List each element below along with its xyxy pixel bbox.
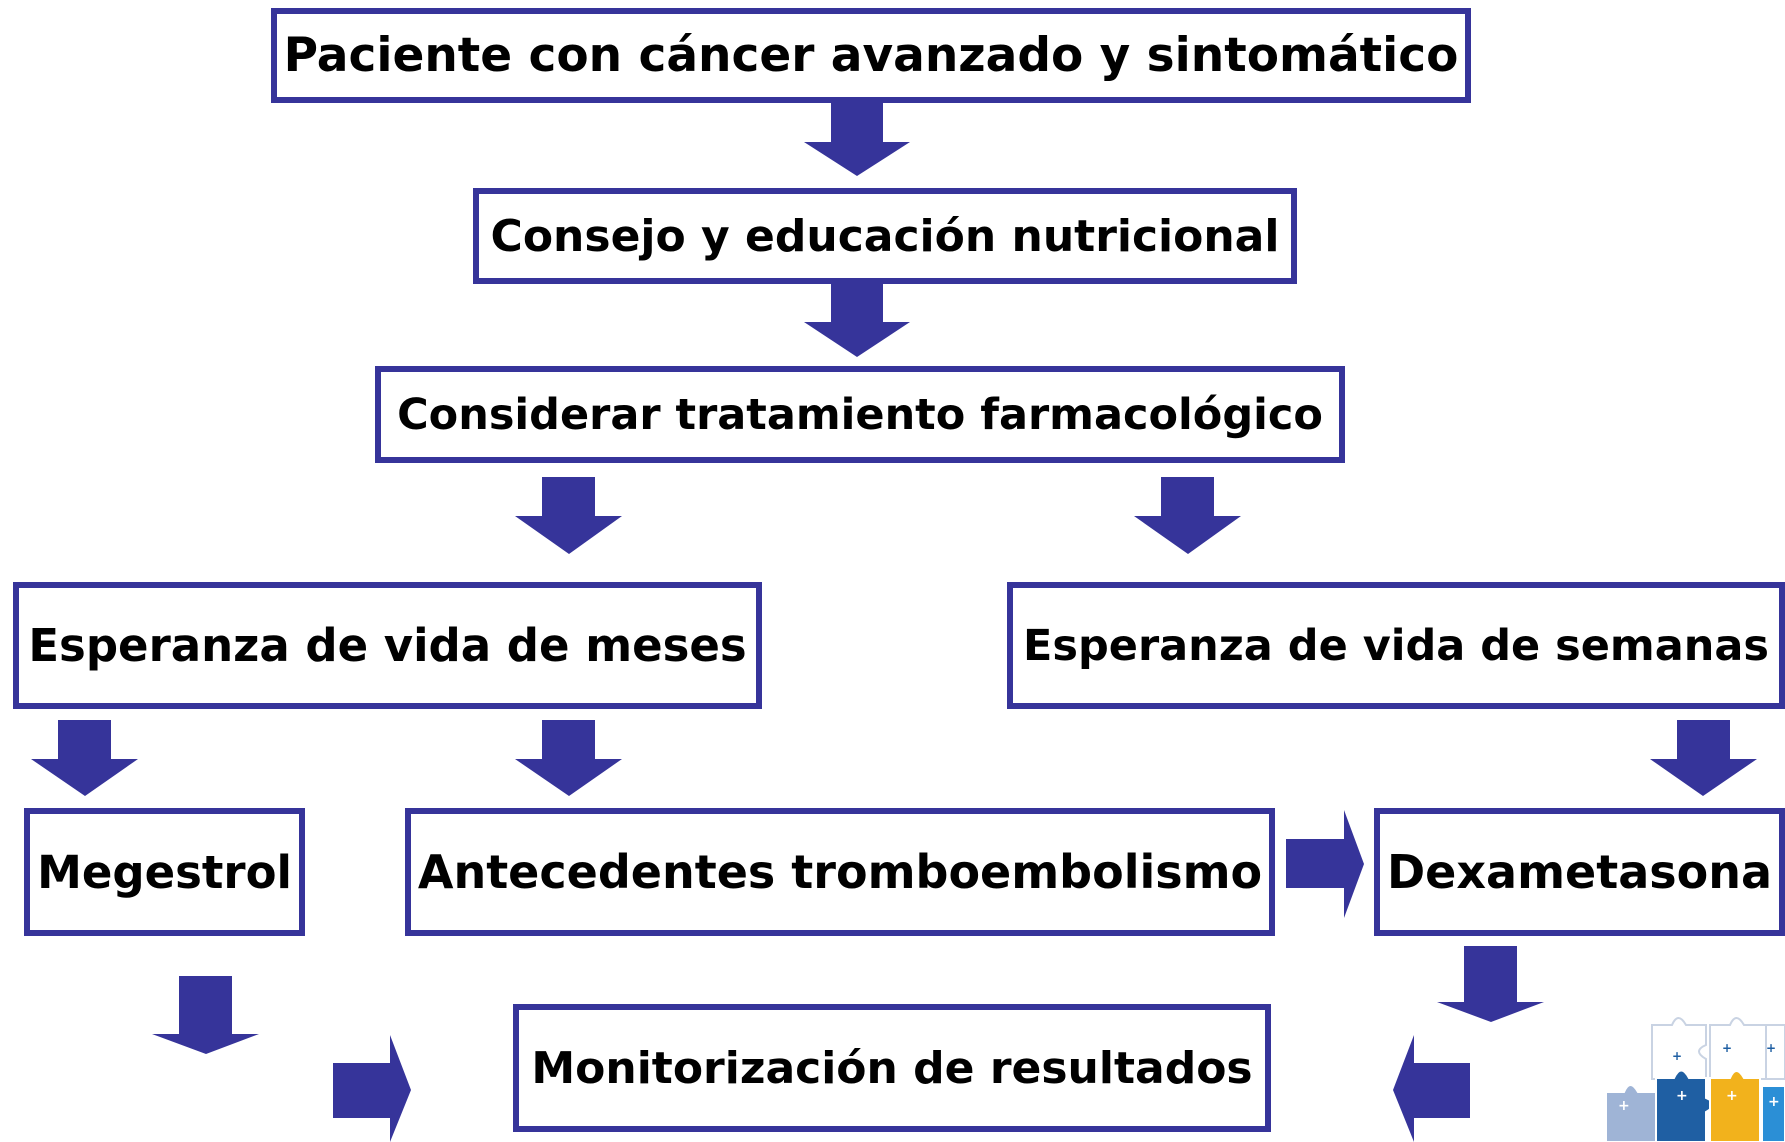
arrow-patient-to-counsel (804, 102, 910, 176)
arrow-months-to-megestrol (31, 720, 138, 796)
node-megestrol-label: Megestrol (37, 845, 292, 899)
svg-text:+: + (1676, 1088, 1688, 1104)
arrow-megestrol-down (152, 976, 259, 1054)
node-dexa-label: Dexametasona (1386, 845, 1773, 899)
node-months-label: Esperanza de vida de meses (28, 619, 747, 672)
arrow-left-to-monitor (1393, 1035, 1470, 1142)
node-dexa: Dexametasona (1374, 808, 1785, 936)
node-counsel-label: Consejo y educación nutricional (490, 210, 1280, 262)
arrow-weeks-to-dexa (1650, 720, 1757, 796)
node-thrombo-label: Antecedentes tromboembolismo (417, 845, 1263, 899)
node-weeks-label: Esperanza de vida de semanas (1023, 620, 1769, 671)
svg-text:+: + (1768, 1094, 1780, 1110)
arrow-right-to-monitor (333, 1035, 411, 1142)
svg-text:+: + (1722, 1041, 1732, 1055)
node-monitor: Monitorización de resultados (513, 1004, 1271, 1132)
arrow-consider-to-months (515, 477, 622, 554)
svg-text:+: + (1672, 1049, 1682, 1063)
node-consider: Considerar tratamiento farmacológico (375, 366, 1345, 463)
arrow-counsel-to-consider (804, 283, 910, 357)
arrow-consider-to-weeks (1134, 477, 1241, 554)
arrow-months-to-thrombo (515, 720, 622, 796)
svg-text:+: + (1766, 1041, 1776, 1055)
arrow-thrombo-to-dexa (1286, 810, 1364, 918)
node-megestrol: Megestrol (24, 808, 305, 936)
node-consider-label: Considerar tratamiento farmacológico (397, 389, 1323, 440)
svg-text:+: + (1726, 1088, 1738, 1104)
node-patient-label: Paciente con cáncer avanzado y sintomáti… (283, 28, 1459, 83)
node-monitor-label: Monitorización de resultados (531, 1042, 1253, 1094)
node-counsel: Consejo y educación nutricional (473, 188, 1297, 284)
node-weeks: Esperanza de vida de semanas (1007, 582, 1785, 709)
node-patient: Paciente con cáncer avanzado y sintomáti… (271, 8, 1471, 103)
puzzle-logo: + + + + + + + (1605, 1017, 1785, 1142)
svg-text:+: + (1618, 1098, 1630, 1114)
node-thrombo: Antecedentes tromboembolismo (405, 808, 1275, 936)
node-months: Esperanza de vida de meses (13, 582, 762, 709)
arrow-dexa-down (1437, 946, 1544, 1022)
